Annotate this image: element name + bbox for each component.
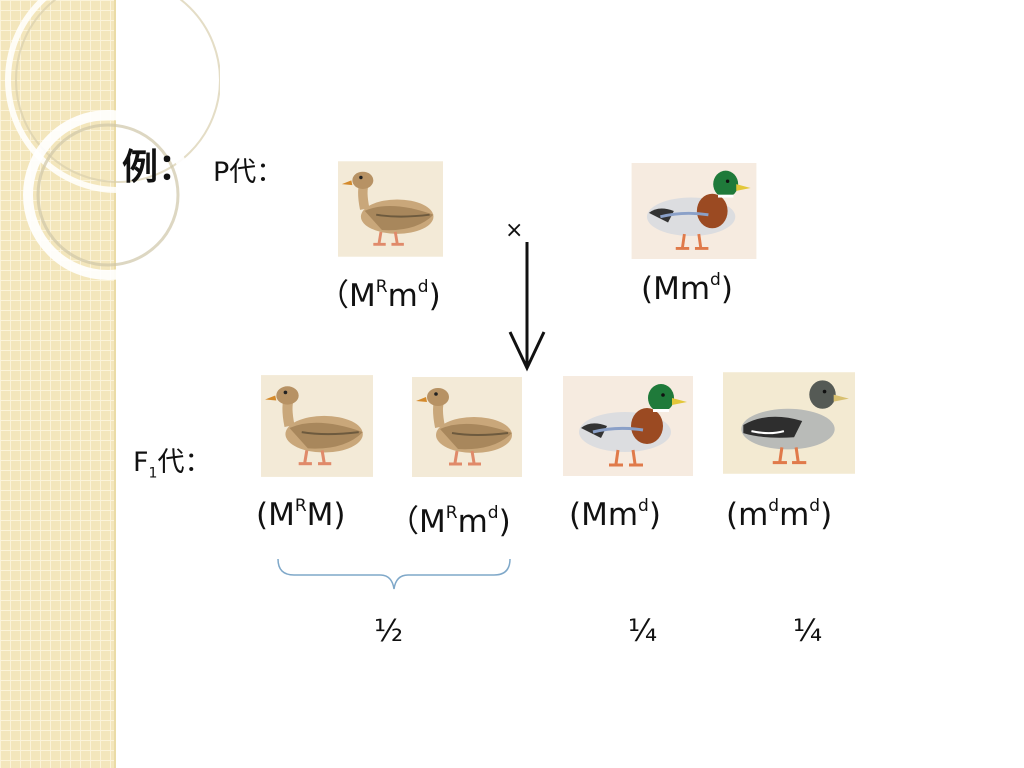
offspring-genotype-1: (MRM): [256, 496, 346, 533]
decorative-rings: [5, 0, 220, 280]
offspring-genotype-4: (mdmd): [726, 496, 833, 533]
offspring-genotype-3: (Mmd): [569, 496, 661, 533]
parent-genotype-female: （MRmd): [318, 277, 441, 314]
cross-symbol: ×: [505, 218, 524, 243]
fraction-quarter-2: ¼: [793, 614, 823, 649]
parent-genotype-male: (Mmd): [641, 270, 733, 307]
fraction-quarter-1: ¼: [628, 614, 658, 649]
example-label: 例：: [122, 147, 195, 188]
down-arrow-icon: [508, 242, 546, 372]
parent-mallard-male-duck-image: [631, 163, 757, 259]
offspring-female-duck-image-1: [261, 375, 373, 477]
offspring-mallard-male-duck-image: [563, 375, 693, 477]
offspring-female-duck-image-2: [411, 377, 523, 477]
f1-generation-label: F1代：: [133, 447, 212, 482]
grouping-brace: [277, 558, 511, 590]
p-generation-label: P代：: [213, 157, 284, 188]
parent-female-duck-image: [338, 161, 443, 257]
offspring-dusky-duck-image: [723, 372, 855, 474]
fraction-half: ½: [374, 614, 404, 649]
offspring-genotype-2: （MRmd): [388, 503, 511, 540]
